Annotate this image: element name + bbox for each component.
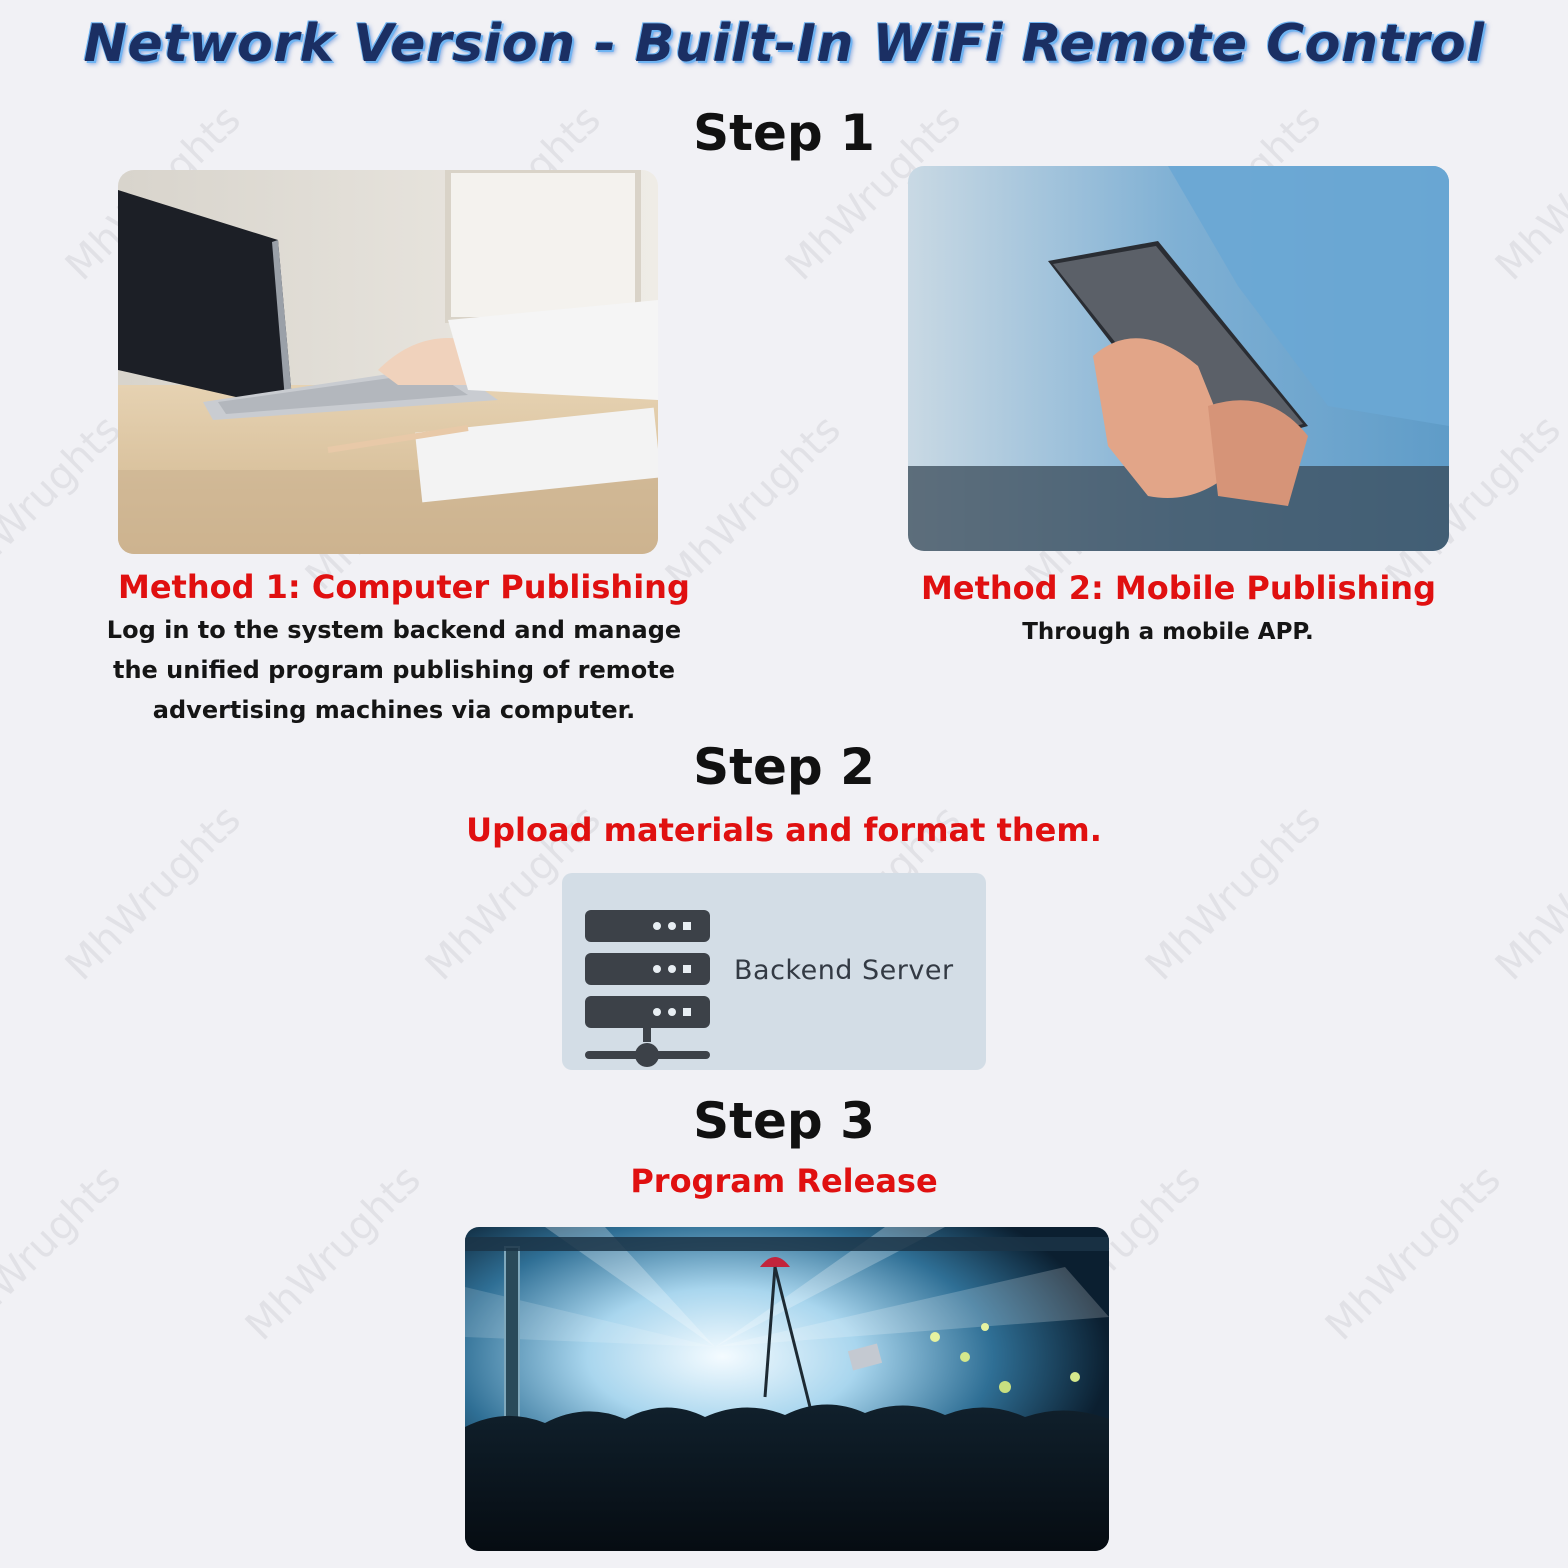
method1-heading: Method 1: Computer Publishing xyxy=(118,568,690,606)
step3-title: Step 3 xyxy=(693,1092,875,1150)
page-title: Network Version - Built-In WiFi Remote C… xyxy=(83,14,1485,74)
concert-photo xyxy=(465,1227,1109,1551)
step2-title: Step 2 xyxy=(693,738,875,796)
watermark: MhWrughts xyxy=(0,406,130,600)
method1-description: Log in to the system backend and manage … xyxy=(84,610,704,730)
method2-description: Through a mobile APP. xyxy=(1022,619,1314,645)
method1-line: the unified program publishing of remote xyxy=(112,656,676,684)
method1-line: Log in to the system backend and manage xyxy=(106,616,682,644)
method1-line: advertising machines via computer. xyxy=(152,696,636,724)
method2-heading: Method 2: Mobile Publishing xyxy=(921,569,1436,607)
backend-server-card: Backend Server xyxy=(562,873,986,1070)
step1-title: Step 1 xyxy=(693,104,875,162)
laptop-photo xyxy=(118,170,658,554)
step3-subtitle: Program Release xyxy=(630,1162,938,1200)
phone-photo xyxy=(908,166,1449,551)
backend-server-label: Backend Server xyxy=(734,955,954,986)
server-rack-icon xyxy=(585,910,710,1067)
step2-subtitle: Upload materials and format them. xyxy=(466,811,1102,849)
